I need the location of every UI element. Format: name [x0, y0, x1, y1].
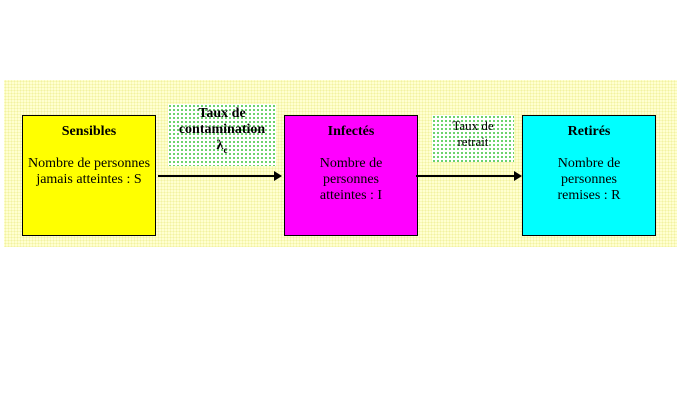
- rate-contamination: Taux de contamination λc: [168, 104, 276, 166]
- arrow-s-to-i: [158, 171, 282, 181]
- compartment-infectes: Infectés Nombre de personnes atteintes :…: [284, 115, 418, 236]
- lambda-subscript: c: [223, 144, 228, 155]
- rate-retrait: Taux de retrait: [432, 115, 514, 162]
- compartment-description: Nombre de personnes remises : R: [557, 156, 621, 203]
- compartment-description: Nombre de personnes jamais atteintes : S: [27, 156, 151, 187]
- arrow-i-to-r: [416, 171, 522, 181]
- compartment-title: Sensibles: [61, 124, 117, 139]
- lambda-symbol: λ: [216, 138, 224, 153]
- compartment-sensibles: Sensibles Nombre de personnes jamais att…: [22, 115, 156, 236]
- compartment-description: Nombre de personnes atteintes : I: [319, 156, 383, 203]
- compartment-title: Infectés: [327, 124, 375, 139]
- rate-label: Taux de contamination: [178, 106, 266, 137]
- compartment-retires: Retirés Nombre de personnes remises : R: [522, 115, 656, 236]
- compartment-title: Retirés: [567, 124, 611, 139]
- rate-label: Taux de retrait: [452, 118, 494, 149]
